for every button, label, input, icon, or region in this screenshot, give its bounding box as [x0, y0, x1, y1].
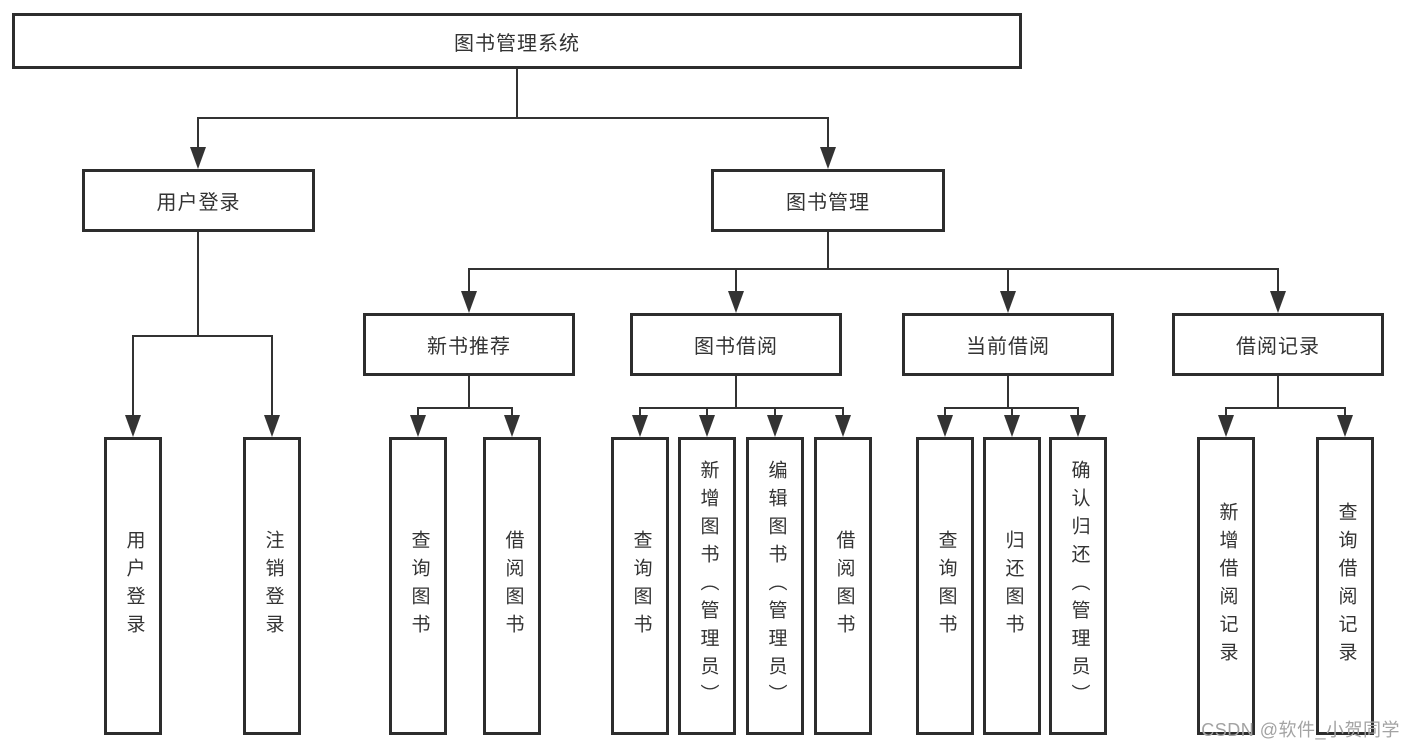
leaf-label: 查询图书	[935, 530, 957, 642]
leaf-query-books-recommend: 查询图书	[389, 437, 447, 735]
leaf-label: 借阅图书	[502, 530, 524, 642]
leaf-query-books-current: 查询图书	[916, 437, 974, 735]
node-label: 用户登录	[156, 192, 241, 214]
node-current-borrowing: 当前借阅	[902, 313, 1114, 376]
leaf-label: 确认归还（管理员）	[1068, 460, 1090, 712]
leaf-add-borrow-record: 新增借阅记录	[1197, 437, 1255, 735]
leaf-label: 注销登录	[262, 530, 284, 642]
csdn-watermark: CSDN @软件_小贺同学	[1201, 720, 1400, 740]
node-book-borrowing: 图书借阅	[630, 313, 842, 376]
leaf-borrow-books-borrowing: 借阅图书	[814, 437, 872, 735]
leaf-label: 新增图书（管理员）	[697, 460, 719, 712]
node-book-management: 图书管理	[711, 169, 945, 232]
leaf-label: 借阅图书	[833, 530, 855, 642]
leaf-label: 用户登录	[123, 530, 145, 642]
leaf-label: 新增借阅记录	[1216, 502, 1238, 670]
node-label: 借阅记录	[1236, 336, 1320, 358]
leaf-label: 查询图书	[630, 530, 652, 642]
leaf-confirm-return-admin: 确认归还（管理员）	[1049, 437, 1107, 735]
leaf-borrow-books-recommend: 借阅图书	[483, 437, 541, 735]
node-new-book-recommendation: 新书推荐	[363, 313, 575, 376]
leaf-user-login: 用户登录	[104, 437, 162, 735]
leaf-query-borrow-record: 查询借阅记录	[1316, 437, 1374, 735]
leaf-label: 归还图书	[1002, 530, 1024, 642]
leaf-label: 查询图书	[408, 530, 430, 642]
leaf-label: 编辑图书（管理员）	[765, 460, 787, 712]
leaf-add-books-admin: 新增图书（管理员）	[678, 437, 736, 735]
leaf-logout: 注销登录	[243, 437, 301, 735]
leaf-query-books-borrowing: 查询图书	[611, 437, 669, 735]
node-library-system: 图书管理系统	[12, 13, 1022, 69]
node-label: 图书借阅	[694, 336, 778, 358]
node-label: 当前借阅	[966, 336, 1050, 358]
node-label: 图书管理系统	[454, 32, 580, 55]
node-borrowing-records: 借阅记录	[1172, 313, 1384, 376]
node-label: 新书推荐	[427, 336, 511, 358]
leaf-edit-books-admin: 编辑图书（管理员）	[746, 437, 804, 735]
node-user-login: 用户登录	[82, 169, 315, 232]
leaf-label: 查询借阅记录	[1335, 502, 1357, 670]
leaf-return-books: 归还图书	[983, 437, 1041, 735]
node-label: 图书管理	[786, 192, 870, 214]
